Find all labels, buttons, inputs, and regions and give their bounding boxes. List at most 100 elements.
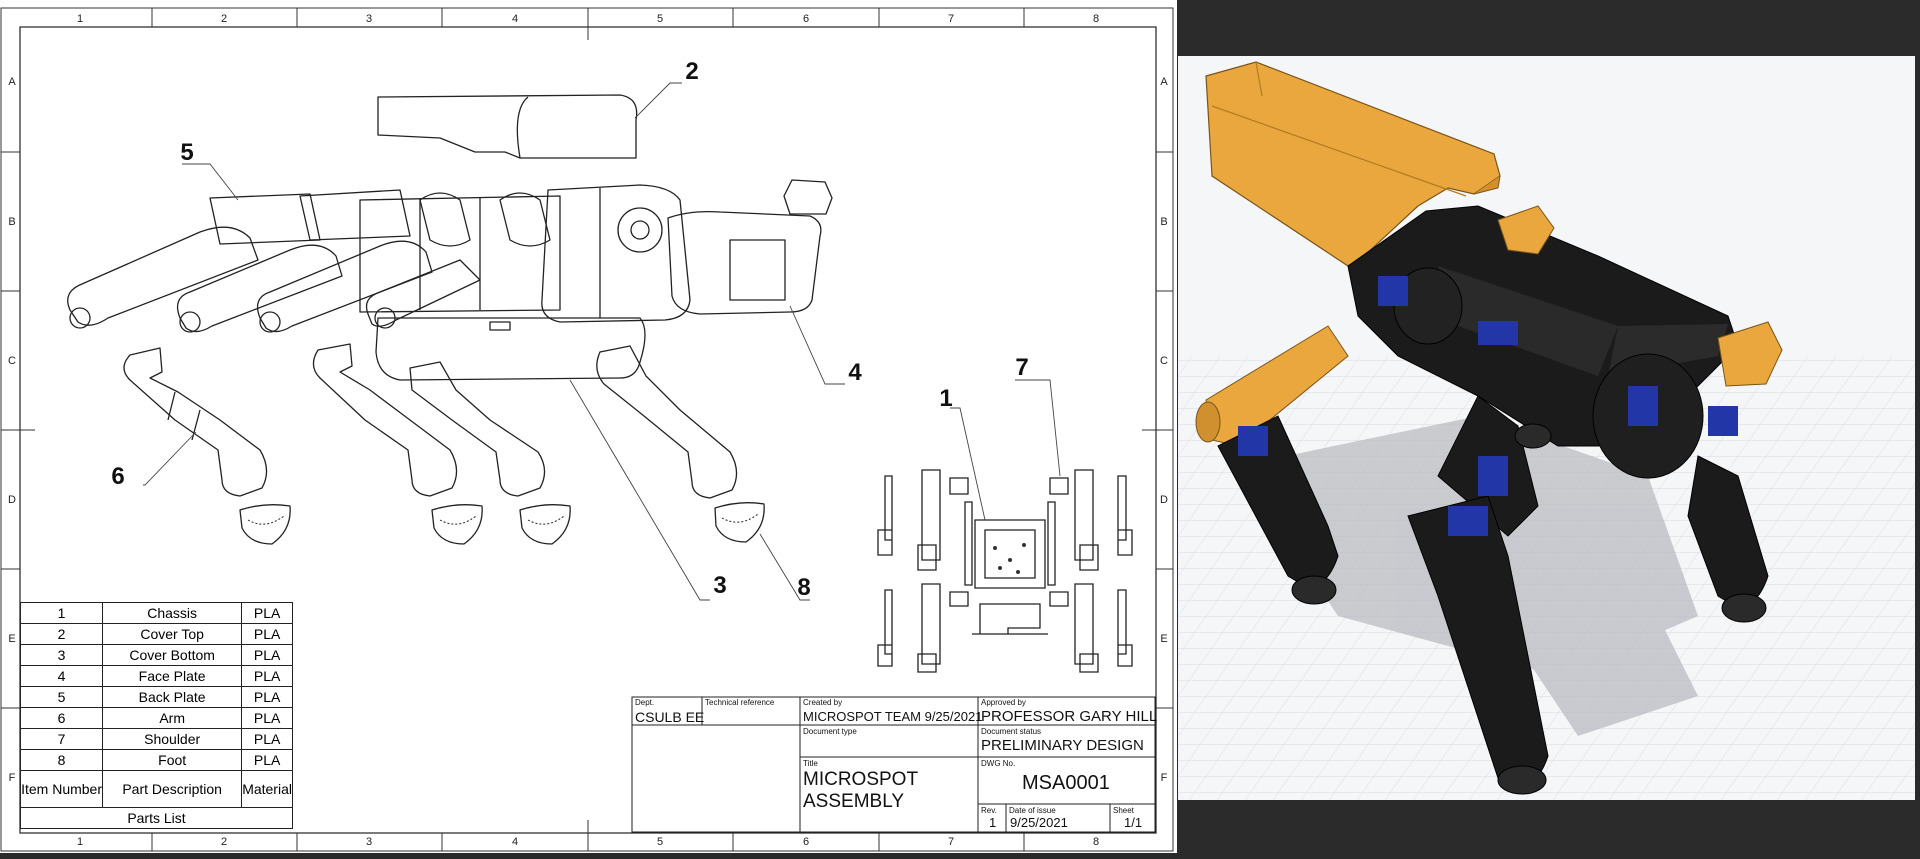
zone-label-a-right: A: [1160, 76, 1168, 88]
zone-label-c: C: [8, 355, 16, 367]
zone-label-7: 7: [947, 13, 955, 25]
tb-rev-label: Rev.: [981, 806, 997, 815]
parts-list-cell-material: PLA: [241, 749, 293, 771]
parts-list-cell-material: PLA: [241, 623, 293, 645]
tb-document-status: PRELIMINARY DESIGN: [981, 737, 1144, 754]
parts-list-cell-item: 2: [19, 623, 104, 645]
parts-list-cell-material: PLA: [241, 602, 293, 624]
balloon-7: 7: [1015, 354, 1029, 381]
parts-list-cell-item: 4: [19, 665, 104, 687]
zone-label-8: 8: [1092, 13, 1100, 25]
zone-label-bottom-1: 1: [76, 836, 84, 848]
tb-document-type-label: Document type: [803, 727, 857, 736]
parts-list-cell-description: Arm: [102, 707, 243, 729]
viewport-top-bar: [1178, 0, 1920, 56]
parts-list-cell-description: Cover Bottom: [102, 644, 243, 666]
parts-list-cell-item: 6: [19, 707, 104, 729]
3d-model-viewport[interactable]: [1178, 56, 1915, 800]
zone-label-f-right: F: [1160, 772, 1168, 784]
zone-label-d-right: D: [1160, 494, 1168, 506]
tb-dwg-no-label: DWG No.: [981, 759, 1016, 768]
zone-label-b: B: [8, 216, 16, 228]
tb-dept: CSULB EE: [635, 709, 705, 725]
zone-label-d: D: [8, 494, 16, 506]
viewport-bottom-bar: [1178, 800, 1920, 859]
tb-title-label: Title: [803, 759, 818, 768]
tb-rev: 1: [989, 815, 997, 830]
zone-label-a: A: [8, 76, 16, 88]
tb-created-by: MICROSPOT TEAM 9/25/2021: [803, 709, 983, 724]
tb-dept-label: Dept.: [635, 698, 655, 707]
balloon-6: 6: [111, 463, 125, 490]
parts-list-cell-description: Foot: [102, 749, 243, 771]
zone-label-1: 1: [76, 13, 84, 25]
header-item-number: Item Number: [19, 770, 104, 808]
parts-list-cell-item: 5: [19, 686, 104, 708]
engineering-drawing-sheet: 1 2 3 4 5 6 7 8 1 2 3 4 5 6 7 8 A B C D …: [0, 0, 1177, 853]
tb-sheet-label: Sheet: [1113, 806, 1134, 815]
parts-list-header: Item Number Part Description Material: [19, 770, 293, 808]
parts-list-cell-material: PLA: [241, 665, 293, 687]
zone-label-bottom-6: 6: [802, 836, 810, 848]
tb-document-status-label: Document status: [981, 727, 1042, 736]
zone-label-f: F: [8, 772, 16, 784]
parts-list-cell-item: 1: [19, 602, 104, 624]
chassis-part: [1347, 205, 1739, 479]
tb-approved-by: PROFESSOR GARY HILL: [981, 708, 1158, 725]
header-part-description: Part Description: [102, 770, 243, 808]
zone-label-bottom-7: 7: [947, 836, 955, 848]
tb-sheet: 1/1: [1124, 815, 1143, 830]
parts-list-title: Parts List: [20, 807, 293, 829]
parts-list-cell-description: Chassis: [102, 602, 243, 624]
parts-list-cell-material: PLA: [241, 644, 293, 666]
parts-list-cell-description: Back Plate: [102, 686, 243, 708]
zone-label-b-right: B: [1160, 216, 1168, 228]
balloon-1: 1: [939, 385, 953, 412]
cover-top-part: [1205, 61, 1501, 267]
parts-list-cell-description: Cover Top: [102, 623, 243, 645]
parts-list-cell-material: PLA: [241, 686, 293, 708]
zone-label-c-right: C: [1160, 355, 1168, 367]
tb-date-of-issue: 9/25/2021: [1010, 815, 1068, 830]
parts-list-cell-description: Shoulder: [102, 728, 243, 750]
tb-dwg-no: MSA0001: [1022, 772, 1110, 794]
drawing-lines: [0, 7, 1174, 852]
tb-technical-reference-label: Technical reference: [705, 698, 775, 707]
parts-list-cell-item: 3: [19, 644, 104, 666]
tb-date-of-issue-label: Date of issue: [1009, 806, 1056, 815]
parts-list-cell-description: Face Plate: [102, 665, 243, 687]
parts-list-cell-item: 8: [19, 749, 104, 771]
zone-label-5: 5: [656, 13, 664, 25]
tb-approved-by-label: Approved by: [981, 698, 1026, 707]
zone-label-4: 4: [511, 13, 519, 25]
balloon-2: 2: [685, 58, 699, 85]
zone-label-3: 3: [365, 13, 373, 25]
shoulder-parts: [1195, 205, 1783, 447]
parts-list-cell-material: PLA: [241, 707, 293, 729]
balloon-8: 8: [797, 574, 811, 601]
balloon-5: 5: [180, 139, 194, 166]
balloon-3: 3: [713, 572, 727, 599]
header-material: Material: [241, 770, 293, 808]
parts-list-cell-material: PLA: [241, 728, 293, 750]
zone-label-bottom-8: 8: [1092, 836, 1100, 848]
parts-list-cell-item: 7: [19, 728, 104, 750]
tb-created-by-label: Created by: [803, 698, 843, 707]
parts-list-title-row: Parts List: [20, 807, 293, 829]
zone-label-bottom-3: 3: [365, 836, 373, 848]
zone-label-bottom-4: 4: [511, 836, 519, 848]
3d-robot-render: [1178, 56, 1915, 800]
zone-label-2: 2: [220, 13, 228, 25]
zone-label-e: E: [8, 633, 16, 645]
tb-title: MICROSPOT ASSEMBLY: [803, 769, 918, 812]
zone-label-6: 6: [802, 13, 810, 25]
